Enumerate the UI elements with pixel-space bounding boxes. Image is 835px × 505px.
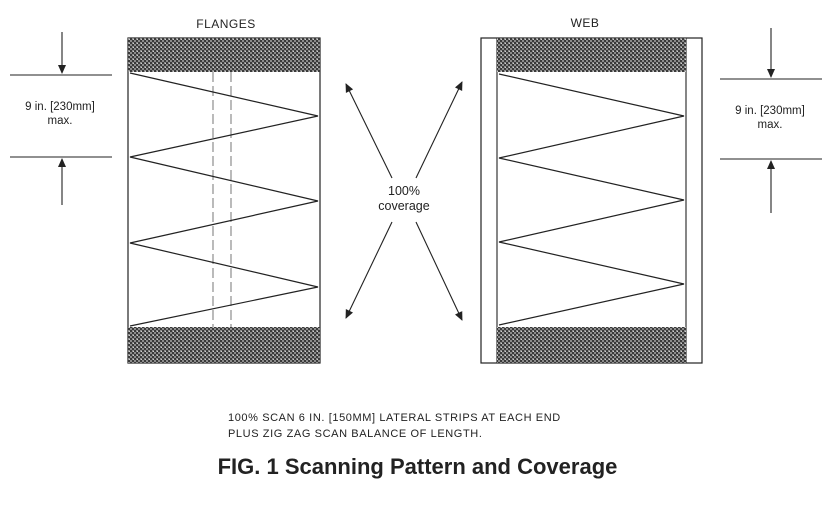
flanges-panel	[127, 37, 321, 364]
right-dimension-qualifier: max.	[757, 119, 783, 131]
zigzag-scan-path	[498, 73, 685, 326]
right-dimension-label: 9 in. [230mm] max.	[714, 104, 826, 132]
coverage-label: 100% coverage	[356, 184, 452, 214]
coverage-percent: 100%	[388, 184, 420, 198]
scan-note: 100% SCAN 6 IN. [150MM] LATERAL STRIPS A…	[228, 410, 561, 442]
web-bottom-strip	[497, 327, 686, 363]
web-panel	[480, 37, 703, 364]
flange-bottom-strip	[128, 327, 320, 363]
left-dimension	[10, 32, 112, 205]
left-dimension-value: 9 in. [230mm]	[25, 101, 95, 113]
flange-outline	[127, 37, 321, 364]
flanges-title: FLANGES	[196, 17, 256, 31]
coverage-word: coverage	[378, 199, 430, 213]
coverage-arrow-down-right	[415, 221, 463, 321]
coverage-arrows	[345, 81, 463, 321]
scan-note-line-1: 100% SCAN 6 IN. [150MM] LATERAL STRIPS A…	[228, 412, 561, 424]
right-dimension	[720, 28, 822, 213]
left-dimension-label: 9 in. [230mm] max.	[4, 100, 116, 128]
zigzag-scan-path	[129, 72, 319, 327]
coverage-arrow-down-left	[345, 221, 393, 319]
flange-top-strip	[128, 38, 320, 72]
coverage-arrow-up-left	[345, 83, 393, 179]
coverage-arrow-up-right	[415, 81, 463, 179]
right-dimension-value: 9 in. [230mm]	[735, 105, 805, 117]
web-top-strip	[497, 38, 686, 72]
left-dimension-qualifier: max.	[47, 115, 73, 127]
figure-caption: FIG. 1 Scanning Pattern and Coverage	[217, 454, 618, 479]
web-outline	[480, 37, 703, 364]
scan-note-line-2: PLUS ZIG ZAG SCAN BALANCE OF LENGTH.	[228, 428, 483, 440]
web-title: WEB	[570, 16, 600, 30]
